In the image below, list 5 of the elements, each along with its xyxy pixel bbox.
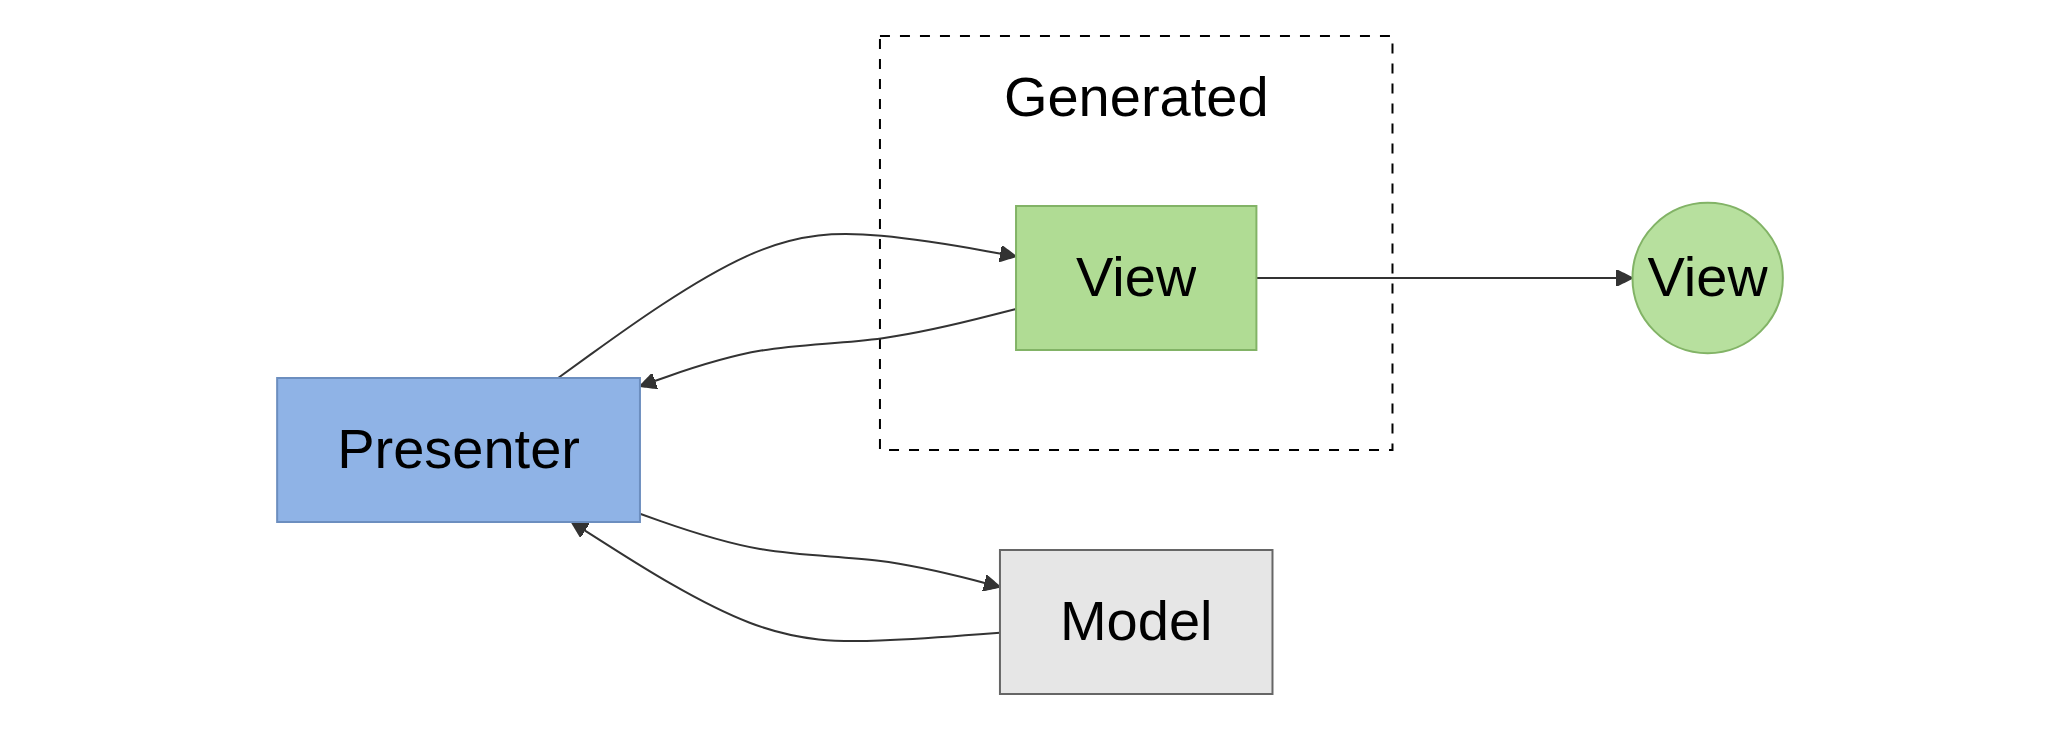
node-box: Model xyxy=(998,549,1274,695)
node-circle: View xyxy=(1631,201,1784,355)
node-box: View xyxy=(1015,205,1258,351)
node-box: Presenter xyxy=(276,377,641,523)
arrow xyxy=(557,233,1017,379)
